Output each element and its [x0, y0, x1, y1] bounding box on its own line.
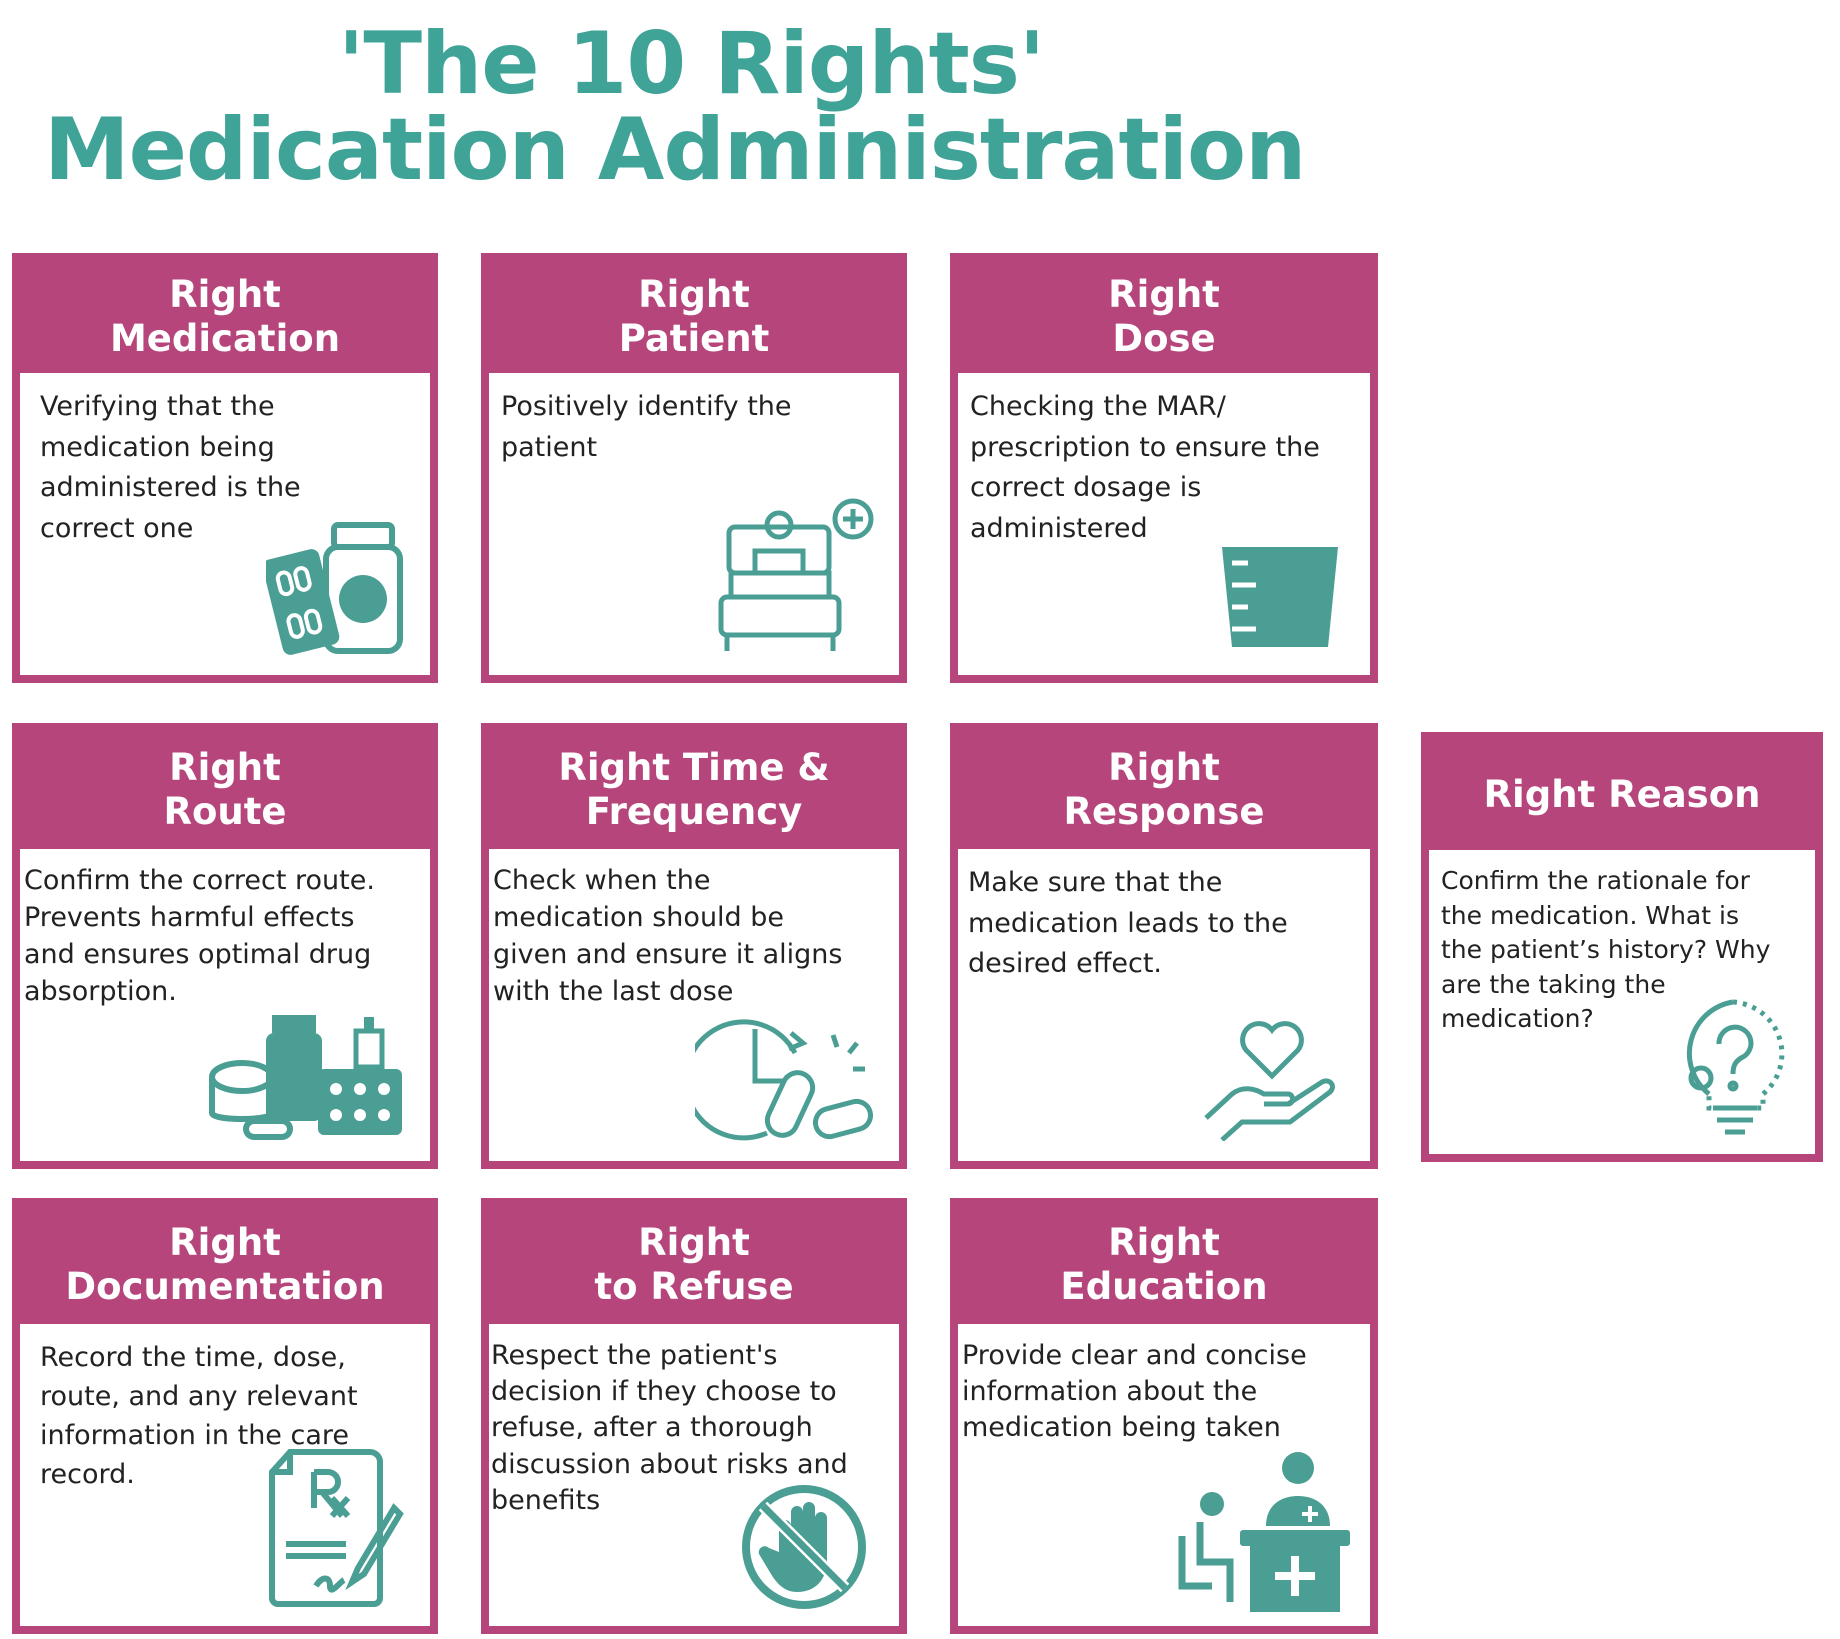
- card-right-education: Right Education Provide clear and concis…: [950, 1198, 1378, 1634]
- card-heading: Right Medication: [20, 261, 430, 373]
- card-text: Confirm the rationale for the medication…: [1441, 866, 1771, 1033]
- prescription-icon: [266, 1448, 406, 1608]
- lightbulb-question-icon: [1673, 998, 1793, 1138]
- medicines-icon: [206, 1013, 406, 1143]
- clock-pill-icon: [695, 1013, 875, 1143]
- card-right-dose: Right Dose Checking the MAR/ prescriptio…: [950, 253, 1378, 683]
- card-right-to-refuse: Right to Refuse Respect the patient's de…: [481, 1198, 907, 1634]
- card-text: Respect the patient's decision if they c…: [491, 1340, 848, 1516]
- card-text: Provide clear and concise information ab…: [962, 1340, 1307, 1444]
- card-text: Confirm the correct route. Prevents harm…: [24, 865, 375, 1007]
- card-text: Check when the medication should be give…: [493, 865, 843, 1007]
- card-right-patient: Right Patient Positively identify the pa…: [481, 253, 907, 683]
- card-heading: Right to Refuse: [489, 1206, 899, 1324]
- heart-hand-icon: [1202, 1016, 1342, 1141]
- card-text: Make sure that the medication leads to t…: [968, 867, 1288, 979]
- card-text: Verifying that the medication being admi…: [40, 391, 301, 544]
- doctor-patient-icon: [1170, 1446, 1350, 1616]
- card-right-reason: Right Reason Confirm the rationale for t…: [1421, 732, 1823, 1162]
- card-right-time-frequency: Right Time & Frequency Check when the me…: [481, 723, 907, 1169]
- card-heading: Right Time & Frequency: [489, 731, 899, 849]
- card-heading: Right Dose: [958, 261, 1370, 373]
- card-heading: Right Documentation: [20, 1206, 430, 1324]
- card-heading: Right Reason: [1429, 740, 1815, 850]
- card-text: Checking the MAR/ prescription to ensure…: [970, 391, 1320, 544]
- card-text: Record the time, dose, route, and any re…: [40, 1342, 358, 1491]
- card-heading: Right Patient: [489, 261, 899, 373]
- title-line-1: 'The 10 Rights': [338, 14, 1045, 114]
- title-line-2: Medication Administration: [44, 100, 1306, 200]
- card-text: Positively identify the patient: [501, 391, 792, 463]
- pill-bottle-icon: [266, 517, 406, 657]
- patient-bed-icon: [715, 497, 875, 657]
- card-heading: Right Response: [958, 731, 1370, 849]
- card-right-documentation: Right Documentation Record the time, dos…: [12, 1198, 438, 1634]
- card-right-response: Right Response Make sure that the medica…: [950, 723, 1378, 1169]
- card-heading: Right Education: [958, 1206, 1370, 1324]
- stop-hand-icon: [739, 1482, 869, 1612]
- card-right-route: Right Route Confirm the correct route. P…: [12, 723, 438, 1169]
- card-heading: Right Route: [20, 731, 430, 849]
- measuring-cup-icon: [1220, 545, 1340, 649]
- card-right-medication: Right Medication Verifying that the medi…: [12, 253, 438, 683]
